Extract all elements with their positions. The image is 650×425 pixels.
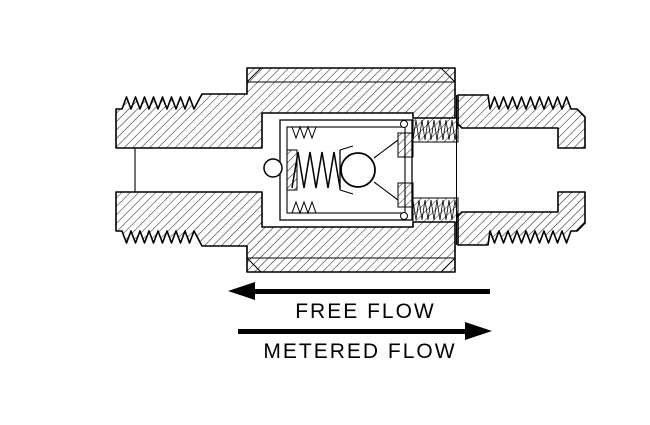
- hex-facet-lines: [246, 67, 456, 273]
- right-arrowhead-icon: [465, 322, 492, 340]
- seat-ring-upper: [397, 132, 414, 158]
- metered-flow-label: METERED FLOW: [263, 340, 457, 363]
- check-ball: [340, 152, 376, 188]
- left-arrowhead-icon: [228, 282, 255, 300]
- orifice-ball: [263, 158, 283, 178]
- retainer-spring-lower: [291, 200, 317, 215]
- metered-flow-arrow-shaft: [238, 328, 465, 334]
- engaged-threads-upper-profile: [412, 119, 459, 141]
- retainer-spring-upper: [291, 125, 317, 140]
- seat-cone-lines: [373, 139, 399, 201]
- metered-flow-arrow: [238, 322, 492, 340]
- right-adapter-upper-section: [457, 94, 586, 149]
- cage-retainer-lower: [400, 212, 408, 220]
- free-flow-arrow: [228, 282, 490, 300]
- free-flow-arrow-shaft: [255, 288, 490, 294]
- check-spring: [291, 151, 341, 189]
- cage-retainer-upper: [400, 120, 408, 128]
- free-flow-label: FREE FLOW: [295, 300, 436, 323]
- right-adapter-lower-section: [457, 191, 586, 246]
- seat-ring-lower: [397, 182, 414, 208]
- engaged-threads-lower-profile: [412, 199, 459, 221]
- spring-guide: [286, 149, 298, 191]
- ball-cup-lips: [339, 145, 354, 195]
